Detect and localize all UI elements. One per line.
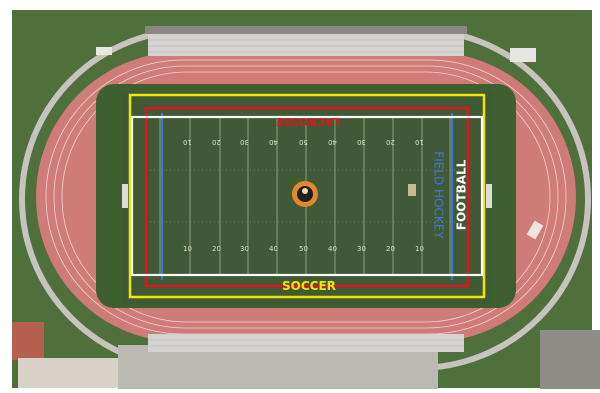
top-bleachers bbox=[148, 34, 464, 56]
bottom-bleacher-rows bbox=[148, 339, 464, 347]
paved-plaza bbox=[118, 345, 438, 389]
soccer-boundary bbox=[128, 93, 486, 299]
yard-number: 40 bbox=[328, 138, 337, 146]
yard-number: 30 bbox=[357, 245, 366, 253]
yard-number: 40 bbox=[269, 245, 278, 253]
track-lane-line-3 bbox=[61, 71, 551, 323]
building-bottom-left-2 bbox=[18, 358, 118, 388]
goal-post-left bbox=[122, 184, 128, 208]
vehicle-right bbox=[526, 220, 544, 240]
yard-number: 10 bbox=[415, 138, 424, 146]
soccer-label: SOCCER bbox=[282, 279, 336, 293]
top-bleacher-rows bbox=[148, 39, 464, 53]
lacrosse-label: LACROSSE bbox=[276, 115, 341, 128]
parking-lot bbox=[540, 330, 600, 389]
lacrosse-boundary bbox=[144, 106, 470, 288]
shed-top-left bbox=[96, 47, 112, 55]
shed-top-right bbox=[510, 48, 536, 62]
yard-number: 30 bbox=[240, 245, 249, 253]
track-lane-line-2 bbox=[53, 65, 559, 329]
bottom-bleachers bbox=[148, 334, 464, 352]
yard-number: 20 bbox=[386, 138, 395, 146]
tiger-logo-eyes bbox=[302, 188, 308, 194]
goal-post-right bbox=[486, 184, 492, 208]
yard-number: 10 bbox=[415, 245, 424, 253]
field-marker-box bbox=[408, 184, 416, 196]
top-press-box bbox=[145, 26, 467, 34]
yard-number: 10 bbox=[183, 245, 192, 253]
yard-number: 50 bbox=[299, 138, 308, 146]
football-label: FOOTBALL bbox=[454, 159, 469, 231]
building-bottom-left bbox=[12, 322, 44, 360]
yard-number: 50 bbox=[299, 245, 308, 253]
yard-number: 40 bbox=[269, 138, 278, 146]
field-hockey-label: FIELD HOCKEY bbox=[431, 151, 446, 239]
football-boundary bbox=[130, 115, 484, 277]
yard-number: 30 bbox=[240, 138, 249, 146]
yard-number: 20 bbox=[212, 245, 221, 253]
yard-number: 20 bbox=[386, 245, 395, 253]
yard-number: 20 bbox=[212, 138, 221, 146]
yard-number: 10 bbox=[183, 138, 192, 146]
yard-number: 30 bbox=[357, 138, 366, 146]
yard-number: 40 bbox=[328, 245, 337, 253]
